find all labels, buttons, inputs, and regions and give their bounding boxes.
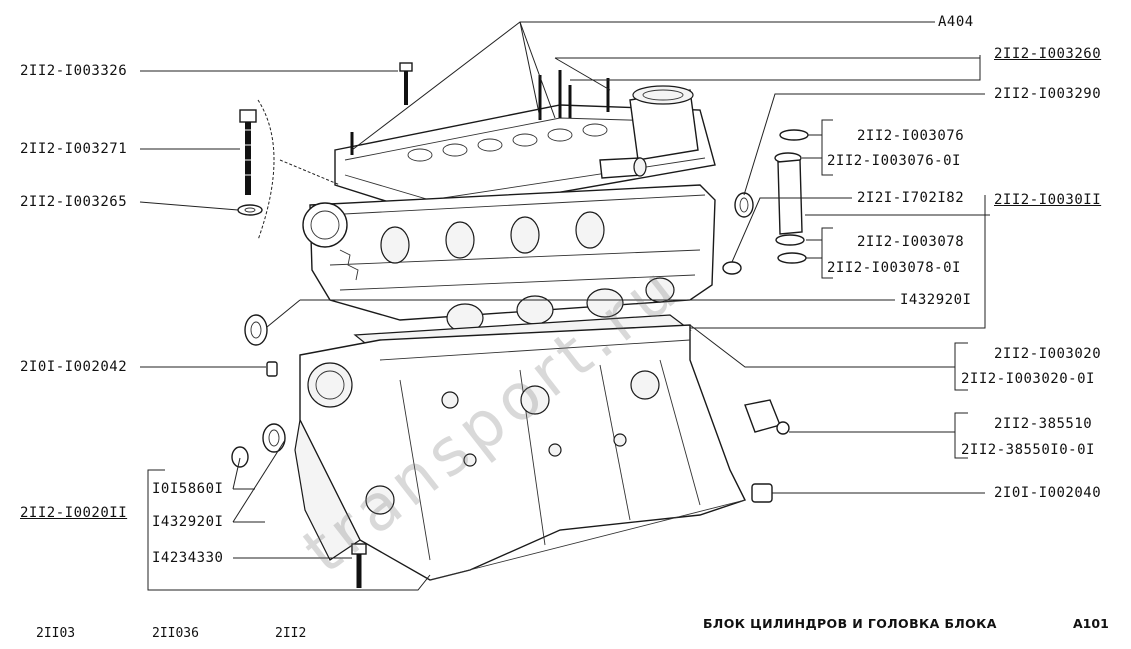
- label-2112-1003020-01: 2II2-I003020-0I: [961, 371, 1095, 387]
- label-2112-385510: 2II2-385510: [994, 416, 1093, 432]
- seal-003290: [734, 192, 754, 218]
- sleeve-002042: [266, 361, 278, 377]
- front-seals: [231, 423, 286, 468]
- cylinder-head: [302, 184, 716, 333]
- diagram-title: БЛОК ЦИЛИНДРОВ И ГОЛОВКА БЛОКА: [703, 616, 997, 631]
- label-2112-1003260: 2II2-I003260: [994, 46, 1102, 62]
- head-bolts-top: [350, 70, 610, 155]
- label-1432920-top: I432920I: [900, 292, 972, 308]
- footer-model-3: 2II2: [275, 626, 307, 641]
- valve-cover: [334, 85, 716, 216]
- label-2112-1003076: 2II2-I003076: [857, 128, 965, 144]
- label-2112-1003078: 2II2-I003078: [857, 234, 965, 250]
- head-bolt-003271: [237, 109, 263, 216]
- label-14234330: I4234330: [152, 550, 224, 566]
- label-2101-1002042: 2I0I-I002042: [20, 359, 128, 375]
- label-2112-3855010-01: 2II2-38550I0-0I: [961, 442, 1095, 458]
- bolt-003326: [399, 62, 413, 105]
- page-id: A101: [1073, 616, 1109, 631]
- sensor-385510: [744, 399, 790, 435]
- label-2112-1003265: 2II2-I003265: [20, 194, 128, 210]
- label-2121-1702182: 2I2I-I702I82: [857, 190, 965, 206]
- label-1432920-bottom: I432920I: [152, 514, 224, 530]
- label-a404: A404: [938, 14, 974, 30]
- leader-lines: [139, 21, 990, 591]
- label-2112-1003020: 2II2-I003020: [994, 346, 1102, 362]
- tube-1702182: [722, 129, 809, 275]
- label-2112-1003271: 2II2-I003271: [20, 141, 128, 157]
- label-2112-1003078-01: 2II2-I003078-0I: [827, 260, 961, 276]
- label-2112-1003290: 2II2-I003290: [994, 86, 1102, 102]
- seal-left: [244, 314, 268, 346]
- footer-model-2: 2II036: [152, 626, 199, 641]
- label-2112-1003076-01: 2II2-I003076-0I: [827, 153, 961, 169]
- cylinder-block: [294, 324, 746, 581]
- bolt-14234330: [351, 543, 367, 588]
- label-2112-1003326: 2II2-I003326: [20, 63, 128, 79]
- sleeve-002040: [751, 483, 773, 503]
- label-2101-1002040: 2I0I-I002040: [994, 485, 1102, 501]
- footer-model-1: 2II03: [36, 626, 76, 641]
- label-1015860: I0I5860I: [152, 481, 224, 497]
- label-2112-1002011: 2II2-I0020II: [20, 505, 128, 521]
- label-2112-1003011: 2II2-I00З0II: [994, 192, 1102, 208]
